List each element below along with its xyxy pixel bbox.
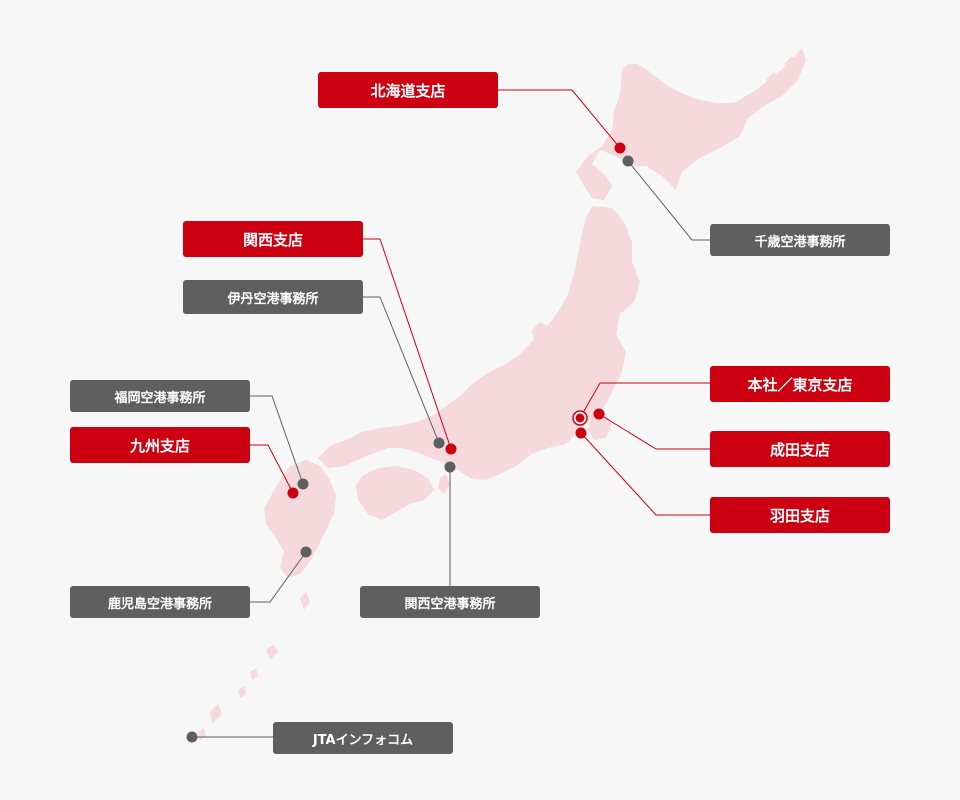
- kagoshima-airport-leader-line: [250, 551, 307, 603]
- amami: [266, 644, 278, 660]
- hokkaido-branch-marker[interactable]: [614, 142, 626, 154]
- head-office-marker[interactable]: [575, 413, 585, 423]
- kansai-airport-office-label[interactable]: 関西空港事務所: [360, 586, 540, 618]
- awaji-island: [438, 474, 450, 494]
- kansai-airport-marker[interactable]: [444, 461, 456, 473]
- okinawa: [210, 704, 222, 724]
- kagoshima-airport-office-label[interactable]: 鹿児島空港事務所: [70, 586, 250, 618]
- kyushu-branch-marker[interactable]: [287, 487, 299, 499]
- chitose-airport-office-label[interactable]: 千歳空港事務所: [710, 224, 890, 256]
- tokunoshima: [250, 668, 258, 680]
- kyushu-branch-leader-line: [250, 444, 294, 494]
- itami-airport-marker[interactable]: [433, 437, 445, 449]
- haneda-branch-marker[interactable]: [575, 427, 587, 439]
- kansai-branch-label[interactable]: 関西支店: [183, 221, 363, 257]
- shikoku-island: [356, 466, 434, 520]
- head-office-tokyo-branch-label[interactable]: 本社／東京支店: [710, 366, 890, 402]
- haneda-branch-leader-line: [580, 432, 710, 516]
- narita-branch-label[interactable]: 成田支店: [710, 431, 890, 467]
- fukuoka-airport-leader-line: [250, 395, 304, 485]
- narita-branch-marker[interactable]: [593, 408, 605, 420]
- jta-infocom-marker[interactable]: [186, 731, 198, 743]
- itami-airport-office-label[interactable]: 伊丹空港事務所: [183, 280, 363, 314]
- fukuoka-airport-marker[interactable]: [297, 478, 309, 490]
- honshu-island: [318, 206, 640, 480]
- tanegashima: [300, 592, 310, 610]
- chitose-airport-leader-line: [627, 160, 710, 241]
- sado-island: [532, 322, 548, 340]
- kyushu-branch-label[interactable]: 九州支店: [70, 427, 250, 463]
- fukuoka-airport-office-label[interactable]: 福岡空港事務所: [70, 380, 250, 412]
- kagoshima-airport-marker[interactable]: [300, 546, 312, 558]
- hokkaido-island: [576, 48, 806, 200]
- leader-lines: [192, 89, 710, 738]
- location-markers: [186, 142, 634, 743]
- hokkaido-branch-label[interactable]: 北海道支店: [318, 72, 498, 108]
- kansai-branch-marker[interactable]: [445, 443, 457, 455]
- itami-airport-leader-line: [363, 296, 440, 444]
- jta-infocom-label[interactable]: JTAインフォコム: [273, 722, 453, 754]
- japan-land: [198, 48, 806, 740]
- kyushu-island: [264, 460, 336, 578]
- head-office-leader-line: [579, 382, 710, 419]
- haneda-branch-label[interactable]: 羽田支店: [710, 497, 890, 533]
- miyako: [198, 728, 206, 740]
- chitose-airport-marker[interactable]: [622, 155, 634, 167]
- kansai-branch-leader-line: [363, 238, 452, 450]
- narita-branch-leader-line: [598, 413, 710, 450]
- hokkaido-branch-leader-line: [498, 89, 621, 149]
- kuril-islands: [740, 56, 796, 108]
- boso-peninsula: [588, 412, 612, 440]
- okinoerabu: [238, 686, 246, 698]
